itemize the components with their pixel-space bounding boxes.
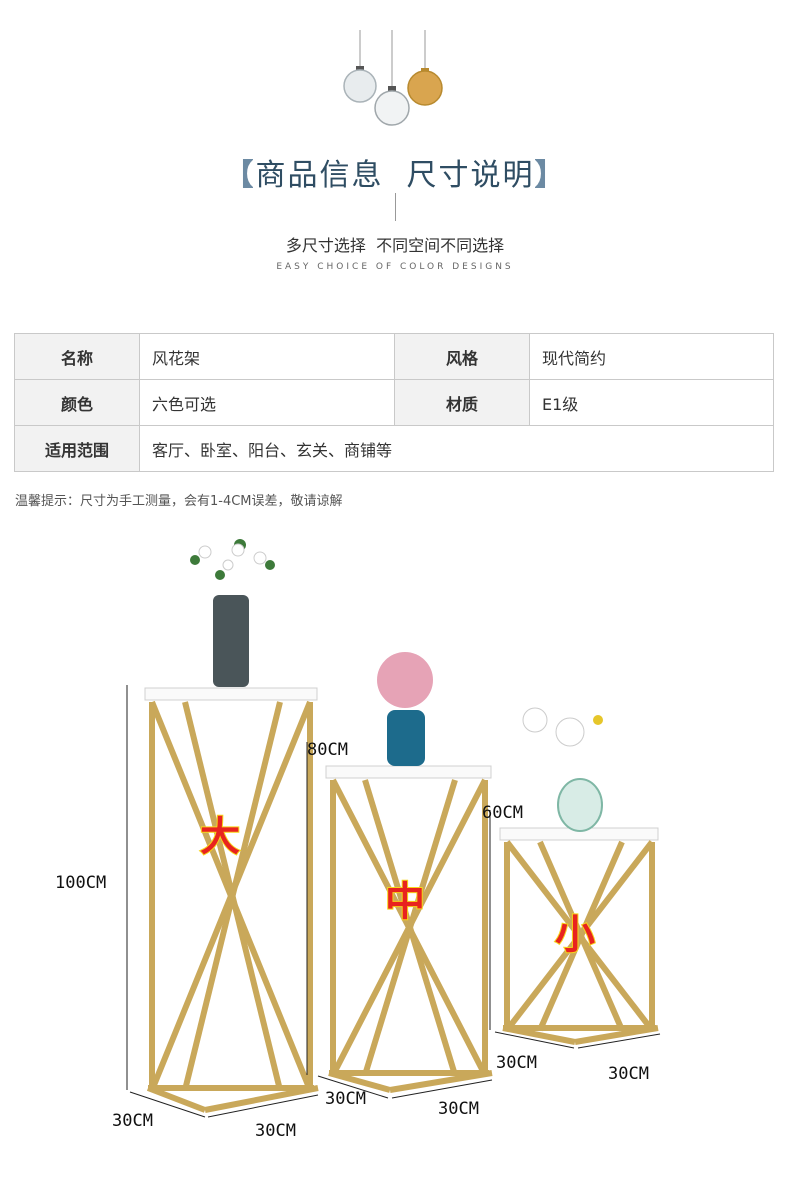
medium-stand: 中: [325, 652, 493, 1093]
pendant-lamps-illustration: [343, 30, 443, 126]
measurement-tip: 温馨提示：尺寸为手工测量，会有1-4CM误差，敬请谅解: [15, 494, 343, 509]
heading-right-bracket: 】: [534, 158, 567, 193]
small-stand: 小: [499, 707, 659, 1045]
spec-value: 客厅、卧室、阳台、玄关、商铺等: [139, 425, 774, 472]
section-tagline: EASY CHOICE OF COLOR DESIGNS: [276, 262, 514, 272]
spec-key: 适用范围: [14, 425, 140, 472]
medium-height-label: 80CM: [307, 740, 348, 760]
size-label-small: 小: [555, 912, 595, 958]
spec-value: E1级: [529, 379, 774, 426]
small-width-label: 30CM: [496, 1053, 537, 1073]
heading-divider: [395, 193, 396, 221]
section-heading: 【商品信息 尺寸说明】: [0, 150, 790, 194]
spec-key: 名称: [14, 333, 140, 380]
large-width-label: 30CM: [112, 1111, 153, 1131]
heading-title: 商品信息 尺寸说明: [255, 158, 535, 193]
large-stand: 大: [144, 539, 319, 1113]
medium-width-label: 30CM: [325, 1089, 366, 1109]
size-label-medium: 中: [385, 879, 425, 925]
spec-key: 材质: [394, 379, 530, 426]
small-depth-label: 30CM: [608, 1064, 649, 1084]
table-row: 颜色 六色可选 材质 E1级: [14, 379, 774, 426]
large-depth-label: 30CM: [255, 1121, 296, 1141]
table-row: 名称 风花架 风格 现代简约: [14, 333, 774, 380]
size-label-large: 大: [200, 814, 240, 860]
medium-depth-label: 30CM: [438, 1099, 479, 1119]
small-height-label: 60CM: [482, 803, 523, 823]
spec-key: 颜色: [14, 379, 140, 426]
spec-table: 名称 风花架 风格 现代简约 颜色 六色可选 材质 E1级 适用范围 客厅、卧室…: [14, 333, 774, 472]
table-row: 适用范围 客厅、卧室、阳台、玄关、商铺等: [14, 425, 774, 472]
section-subtitle: 多尺寸选择 不同空间不同选择: [285, 236, 505, 255]
spec-value: 六色可选: [139, 379, 395, 426]
product-dimension-illustration: 大 中: [55, 539, 661, 1141]
large-height-label: 100CM: [55, 873, 106, 893]
spec-key: 风格: [394, 333, 530, 380]
heading-left-bracket: 【: [223, 158, 256, 193]
spec-value: 风花架: [139, 333, 395, 380]
spec-value: 现代简约: [529, 333, 774, 380]
